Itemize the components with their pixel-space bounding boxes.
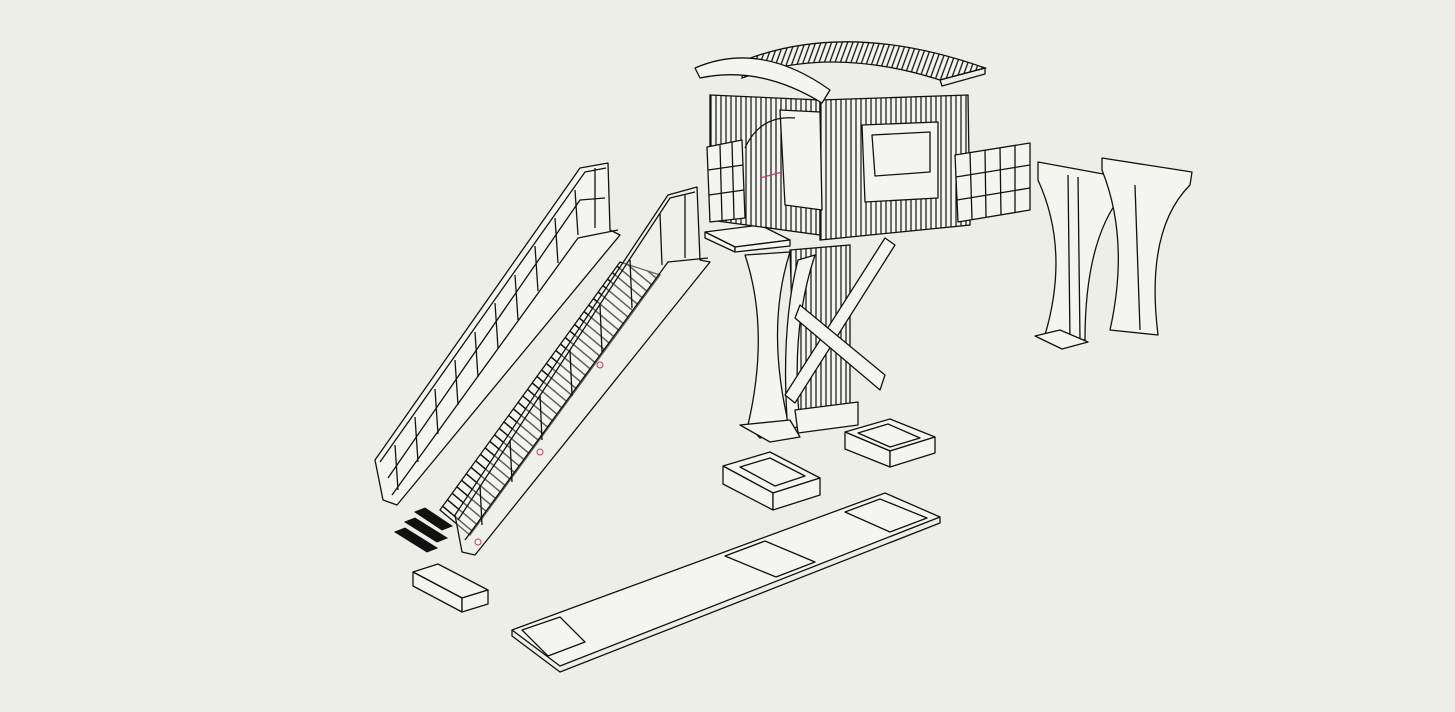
leg-right[interactable] — [1101, 157, 1193, 336]
bolt-marker — [536, 448, 544, 456]
staircase[interactable] — [439, 186, 711, 556]
step-treads[interactable] — [393, 507, 454, 553]
footing-box-1[interactable] — [722, 451, 821, 511]
cabin[interactable] — [709, 94, 971, 241]
leg-left[interactable] — [1034, 161, 1126, 350]
lamp-icon — [744, 117, 796, 149]
roof[interactable] — [694, 41, 988, 104]
bolt-marker — [474, 538, 482, 546]
right-shutter[interactable] — [954, 142, 1031, 223]
base-slab[interactable] — [511, 492, 941, 673]
door-opening[interactable] — [779, 109, 823, 211]
platform[interactable] — [704, 224, 791, 253]
footing-box-3[interactable] — [412, 563, 489, 613]
left-shutter[interactable] — [706, 139, 746, 223]
window-opening[interactable] — [861, 121, 939, 203]
bolt-marker — [596, 361, 604, 369]
stair-railing[interactable] — [374, 162, 621, 506]
diagonal-brace[interactable] — [784, 237, 896, 404]
footing-box-2[interactable] — [844, 418, 936, 468]
